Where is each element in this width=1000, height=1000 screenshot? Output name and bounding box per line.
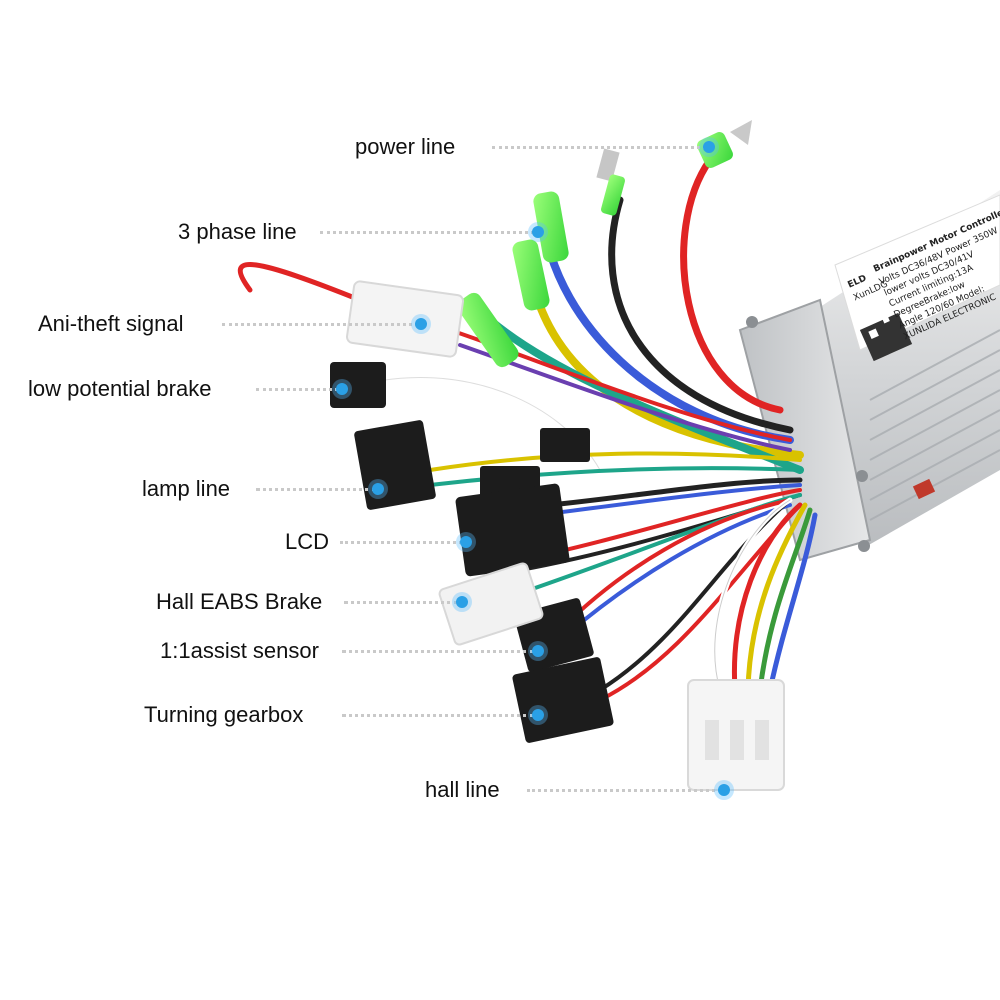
leader-lamp-line bbox=[256, 488, 376, 491]
black-connectors bbox=[330, 362, 614, 743]
phase-connectors bbox=[457, 191, 569, 368]
anti-theft-connector bbox=[345, 280, 465, 358]
marker-power-line bbox=[703, 141, 715, 153]
marker-turning-gearbox bbox=[532, 709, 544, 721]
label-lcd: LCD bbox=[285, 529, 330, 554]
label-assist-sensor: 1:1assist sensor bbox=[160, 638, 319, 663]
hall-connector bbox=[687, 679, 785, 791]
controller-box bbox=[738, 190, 1000, 562]
leader-assist-sensor bbox=[342, 650, 534, 653]
label-3-phase-line: 3 phase line bbox=[178, 219, 297, 244]
marker-low-potential-brake bbox=[336, 383, 348, 395]
leader-power-line bbox=[492, 146, 706, 149]
leader-lcd bbox=[340, 541, 462, 544]
label-anti-theft-signal: Ani-theft signal bbox=[38, 311, 184, 336]
leader-3-phase-line bbox=[320, 231, 534, 234]
leader-anti-theft-signal bbox=[222, 323, 418, 326]
marker-assist-sensor bbox=[532, 645, 544, 657]
label-low-potential-brake: low potential brake bbox=[28, 376, 212, 401]
eabs-connector bbox=[438, 562, 544, 646]
label-lamp-line: lamp line bbox=[142, 476, 231, 501]
leader-hall-line bbox=[527, 789, 721, 792]
marker-3-phase-line bbox=[532, 226, 544, 238]
label-turning-gearbox: Turning gearbox bbox=[144, 702, 304, 727]
marker-hall-line bbox=[718, 784, 730, 796]
marker-lamp-line bbox=[372, 483, 384, 495]
marker-anti-theft-signal bbox=[415, 318, 427, 330]
marker-hall-eabs-brake bbox=[456, 596, 468, 608]
label-hall-eabs-brake: Hall EABS Brake bbox=[156, 589, 323, 614]
label-hall-line: hall line bbox=[425, 777, 500, 802]
leader-turning-gearbox bbox=[342, 714, 534, 717]
leader-low-potential-brake bbox=[256, 388, 338, 391]
leader-hall-eabs-brake bbox=[344, 601, 458, 604]
marker-lcd bbox=[460, 536, 472, 548]
label-power-line: power line bbox=[355, 134, 456, 159]
